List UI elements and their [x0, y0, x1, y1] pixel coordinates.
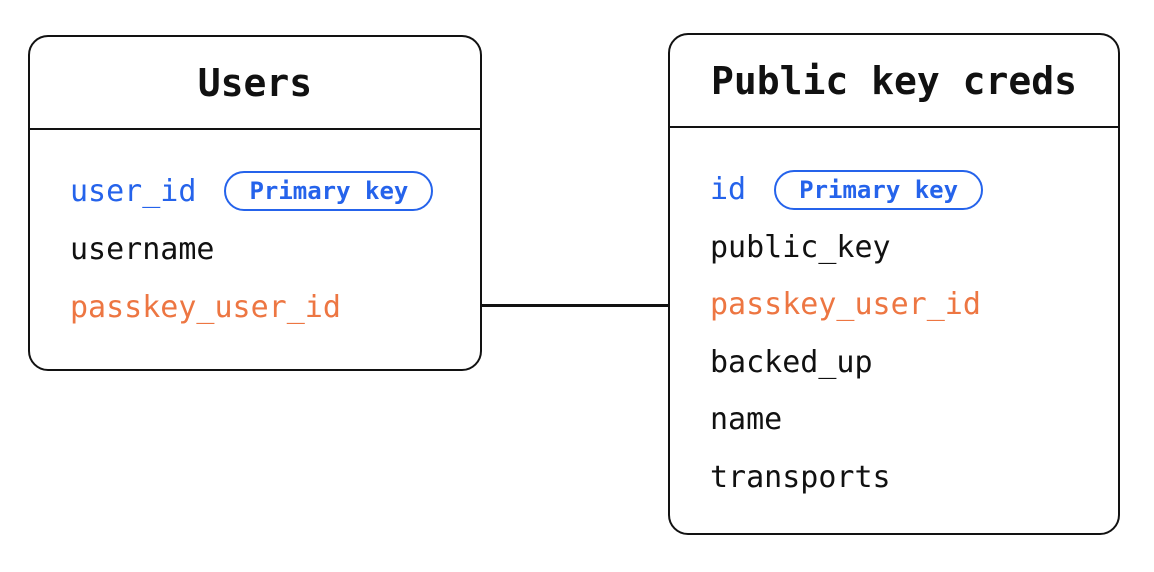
field-row-backed-up: backed_up: [710, 334, 1118, 392]
table-users-fields: user_id Primary key username passkey_use…: [30, 130, 480, 336]
relationship-connector-line: [480, 304, 670, 307]
field-row-name: name: [710, 391, 1118, 449]
field-name: user_id: [70, 173, 197, 209]
table-public-key-creds: Public key creds id Primary key public_k…: [668, 33, 1120, 535]
table-public-key-creds-fields: id Primary key public_key passkey_user_i…: [670, 128, 1118, 506]
field-row-username: username: [70, 220, 480, 278]
field-name: transports: [710, 459, 891, 495]
field-row-id: id Primary key: [710, 161, 1118, 219]
field-row-passkey-user-id: passkey_user_id: [70, 278, 480, 336]
field-name: name: [710, 402, 783, 438]
field-row-transports: transports: [710, 449, 1118, 507]
field-name: passkey_user_id: [710, 287, 981, 323]
table-users-title: Users: [30, 37, 480, 130]
table-public-key-creds-title: Public key creds: [670, 35, 1118, 128]
field-name: public_key: [710, 229, 891, 265]
field-row-public-key: public_key: [710, 219, 1118, 277]
primary-key-badge: Primary key: [224, 171, 434, 211]
field-row-passkey-user-id: passkey_user_id: [710, 276, 1118, 334]
field-name: backed_up: [710, 344, 873, 380]
primary-key-badge: Primary key: [774, 169, 984, 210]
table-users: Users user_id Primary key username passk…: [28, 35, 482, 371]
field-row-user-id: user_id Primary key: [70, 162, 480, 220]
field-name: id: [710, 172, 747, 208]
field-name: username: [70, 231, 215, 267]
field-name: passkey_user_id: [70, 289, 341, 325]
